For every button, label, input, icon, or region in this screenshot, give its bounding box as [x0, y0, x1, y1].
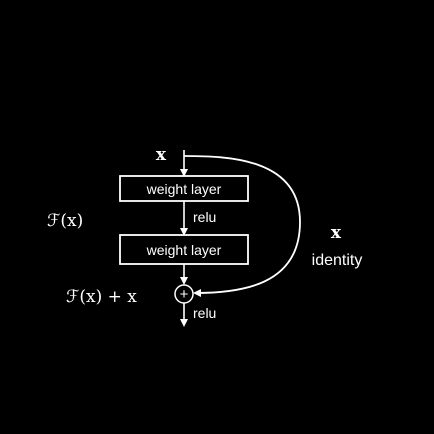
weight-layer-2-label: weight layer — [146, 242, 222, 258]
identity-label: identity — [312, 252, 363, 269]
weight-layer-1-label: weight layer — [146, 181, 222, 197]
middle-relu-label: relu — [193, 209, 216, 225]
shortcut-value-label: x — [331, 223, 342, 243]
identity-shortcut-path — [183, 155, 301, 297]
sum-output-label: ℱ(x) + x — [66, 287, 137, 307]
output-relu-label: relu — [193, 305, 216, 321]
function-label: ℱ(x) — [47, 211, 83, 231]
input-label: x — [156, 145, 167, 165]
sum-node-symbol: + — [180, 286, 189, 303]
